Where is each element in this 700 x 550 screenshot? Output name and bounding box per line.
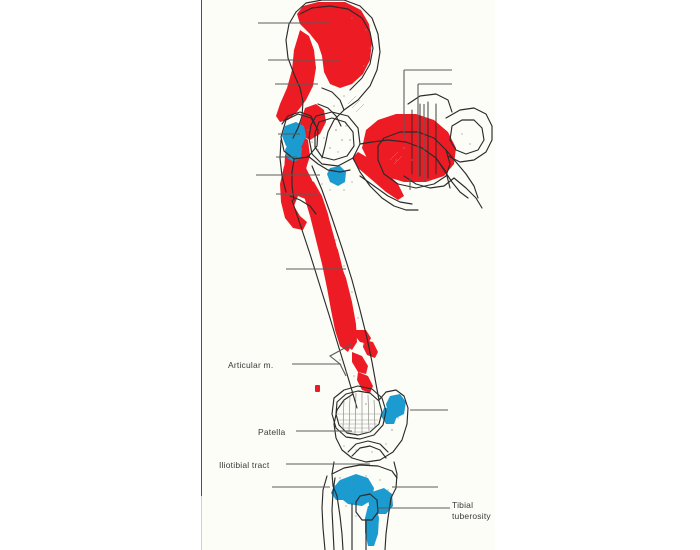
bone-stipple-texture <box>295 9 471 525</box>
bone-outlines <box>279 0 493 550</box>
blue-attachment-areas <box>282 122 406 546</box>
label-iliotibial-tract: Iliotibial tract <box>219 460 270 470</box>
leader-lines <box>256 22 452 509</box>
leader-line-articular <box>292 343 353 365</box>
label-tibial-tuberosity-line2: tuberosity <box>452 510 491 521</box>
label-tibial-tuberosity-line1: Tibial <box>452 500 474 510</box>
page-edge-line <box>201 0 202 496</box>
label-tibial-tuberosity: Tibial tuberosity <box>452 500 491 521</box>
scanned-page-sheet <box>201 0 495 550</box>
leader-line-articular-branch <box>339 363 347 377</box>
bone-hatch-shading <box>336 95 403 433</box>
label-articular-muscle: Articular m. <box>228 360 274 370</box>
page-edge-line-lower <box>201 496 202 550</box>
label-patella: Patella <box>258 427 286 437</box>
